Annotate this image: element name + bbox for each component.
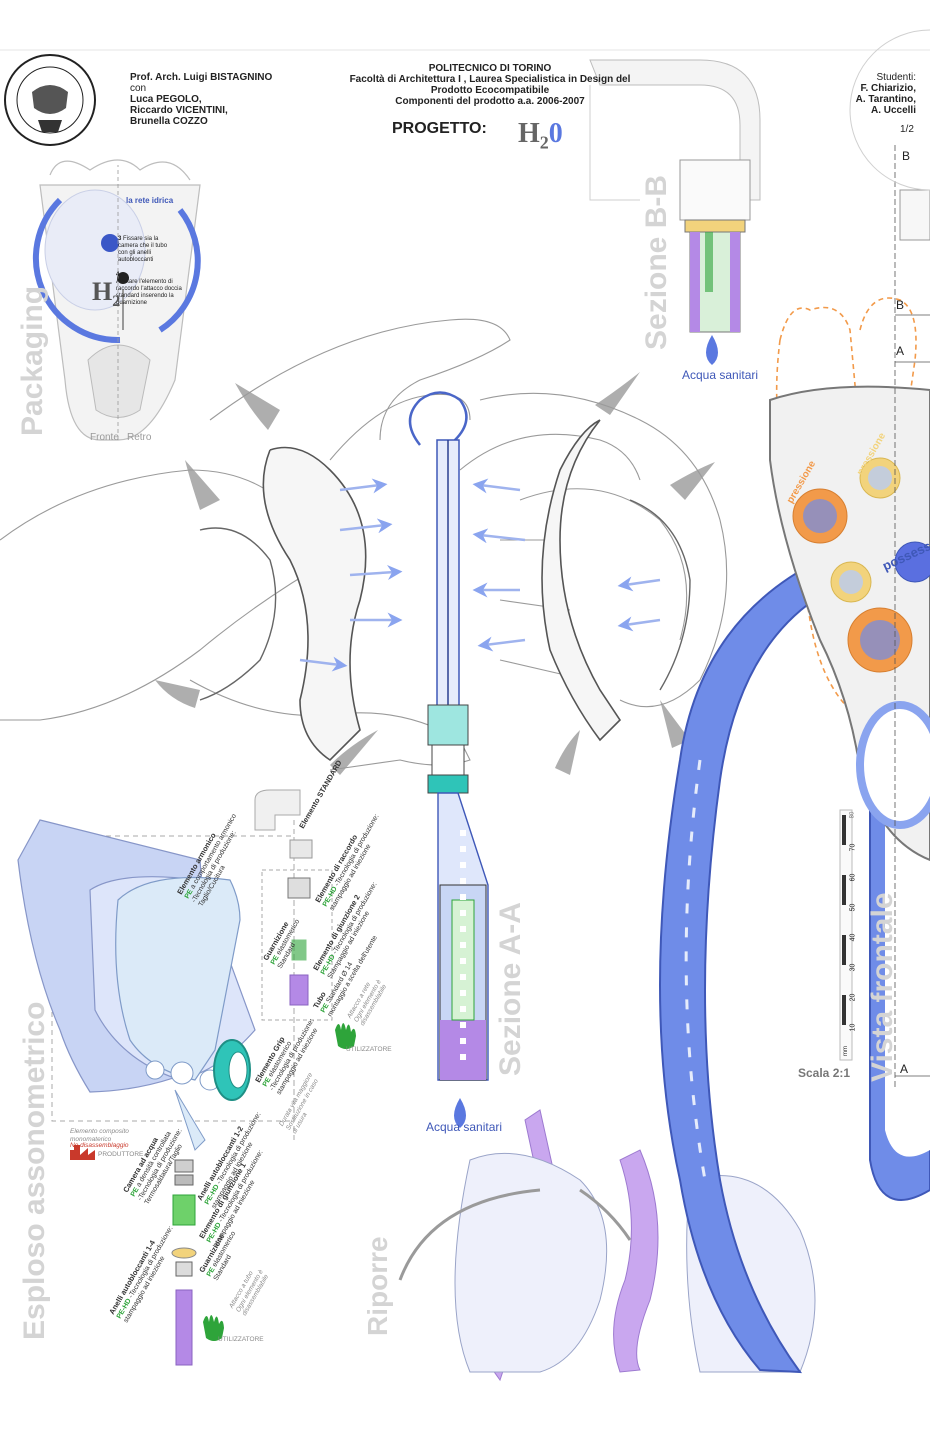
page-number: 1/2 <box>900 124 914 135</box>
assistant-3: Brunella COZZO <box>130 116 208 127</box>
university-name: POLITECNICO DI TORINO <box>428 63 552 74</box>
section-packaging: Packaging <box>16 285 49 436</box>
acqua-sanitari-aa: Acqua sanitari <box>426 1120 503 1134</box>
scale-tick-50: 50 <box>849 903 857 912</box>
politecnico-seal <box>4 54 96 146</box>
retro-label: Retro <box>127 432 152 443</box>
professor-name: Prof. Arch. Luigi BISTAGNINO <box>130 72 273 83</box>
section-bb-drawing <box>589 59 761 365</box>
students-label: Studenti: <box>876 72 916 83</box>
professor-block: Prof. Arch. Luigi BISTAGNINO con Luca PE… <box>130 72 320 127</box>
course-name: Componenti del prodotto a.a. 2006-2007 <box>395 96 585 107</box>
marker-a-mid: A <box>896 344 905 358</box>
section-aa-drawing <box>408 391 489 1128</box>
scale-label: Scala 2:1 <box>798 1066 851 1080</box>
con-label: con <box>130 83 147 94</box>
scale-tick-40: 40 <box>849 933 857 942</box>
scale-tick-80: 80 <box>849 811 856 819</box>
packaging-h2-logo: H2 <box>92 277 120 311</box>
h2o-logo-2: 2 <box>539 132 549 153</box>
rotation-arrows <box>155 372 715 775</box>
fronte-label: Fronte <box>90 432 119 443</box>
acqua-sanitari-bb: Acqua sanitari <box>682 368 759 382</box>
note-utilizzatore-2: UTILIZZATORE <box>218 1336 264 1343</box>
note-no-disassemblaggio: No disassemblaggio <box>70 1142 129 1149</box>
note-produttore: PRODUTTORE <box>98 1151 144 1158</box>
packaging-illustration <box>33 159 201 441</box>
packaging-step-4: 4 Avvitare l'elemento di raccordo l'atta… <box>116 272 182 307</box>
packaging-logo-2: 2 <box>112 293 121 311</box>
faculty-name: Facoltà di Architettura I , Laurea Speci… <box>349 74 631 85</box>
student-3: A. Uccelli <box>870 105 916 116</box>
scale-tick-70: 70 <box>849 843 857 852</box>
university-block: POLITECNICO DI TORINO Facoltà di Archite… <box>330 63 650 107</box>
scale-tick-60: 60 <box>849 873 857 882</box>
front-view-drawing <box>659 29 930 1374</box>
scale-unit: mm <box>843 1046 849 1056</box>
assistant-1: Luca PEGOLO, <box>130 94 202 105</box>
packaging-step-3: 3 Fissare sia la camera che il tubo con … <box>118 236 178 264</box>
packaging-title: la rete idrica <box>126 196 174 205</box>
marker-b-mid: B <box>896 298 905 312</box>
pressure-arrows <box>299 478 661 672</box>
student-2: A. Tarantino, <box>855 94 916 105</box>
scale-tick-20: 20 <box>849 993 857 1002</box>
h2o-logo-h: H <box>518 118 540 149</box>
step-4-text: Avvitare l'elemento di raccordo l'attacc… <box>116 279 182 306</box>
h2o-logo: H20 <box>518 118 563 154</box>
students-block: Studenti: F. Chiarizio, A. Tarantino, A.… <box>800 72 916 116</box>
marker-a-bottom: A <box>900 1062 909 1076</box>
scale-bar <box>839 809 853 1061</box>
section-riporre: Riporre <box>362 1236 393 1336</box>
exploded-view-drawing <box>17 789 356 1366</box>
section-exploded: Esploso assonometrico <box>18 1001 51 1340</box>
scale-tick-10: 10 <box>849 1023 857 1032</box>
assistant-2: Riccardo VICENTINI, <box>130 105 228 116</box>
product-name: Prodotto Ecocompatibile <box>430 85 550 96</box>
step-3-text: Fissare sia la camera che il tubo con gl… <box>118 236 168 263</box>
step-4-number: 4 <box>116 272 120 278</box>
marker-b-top: B <box>902 149 911 163</box>
note-utilizzatore-1: UTILIZZATORE <box>346 1046 392 1053</box>
scale-tick-30: 30 <box>849 963 857 972</box>
packaging-logo-h: H <box>92 277 113 306</box>
step-3-number: 3 <box>118 236 122 242</box>
section-bb: Sezione B-B <box>640 174 673 350</box>
project-label: PROGETTO: <box>392 120 487 137</box>
scale-ticks: 80 70 60 50 40 30 20 10 mm <box>843 811 857 1062</box>
section-aa: Sezione A-A <box>494 902 527 1076</box>
h2o-logo-o: 0 <box>548 118 563 149</box>
student-1: F. Chiarizio, <box>860 83 916 94</box>
section-vista-frontale: Vista frontale <box>866 892 899 1082</box>
note-composito: Elemento composito monomaterico <box>70 1128 129 1143</box>
